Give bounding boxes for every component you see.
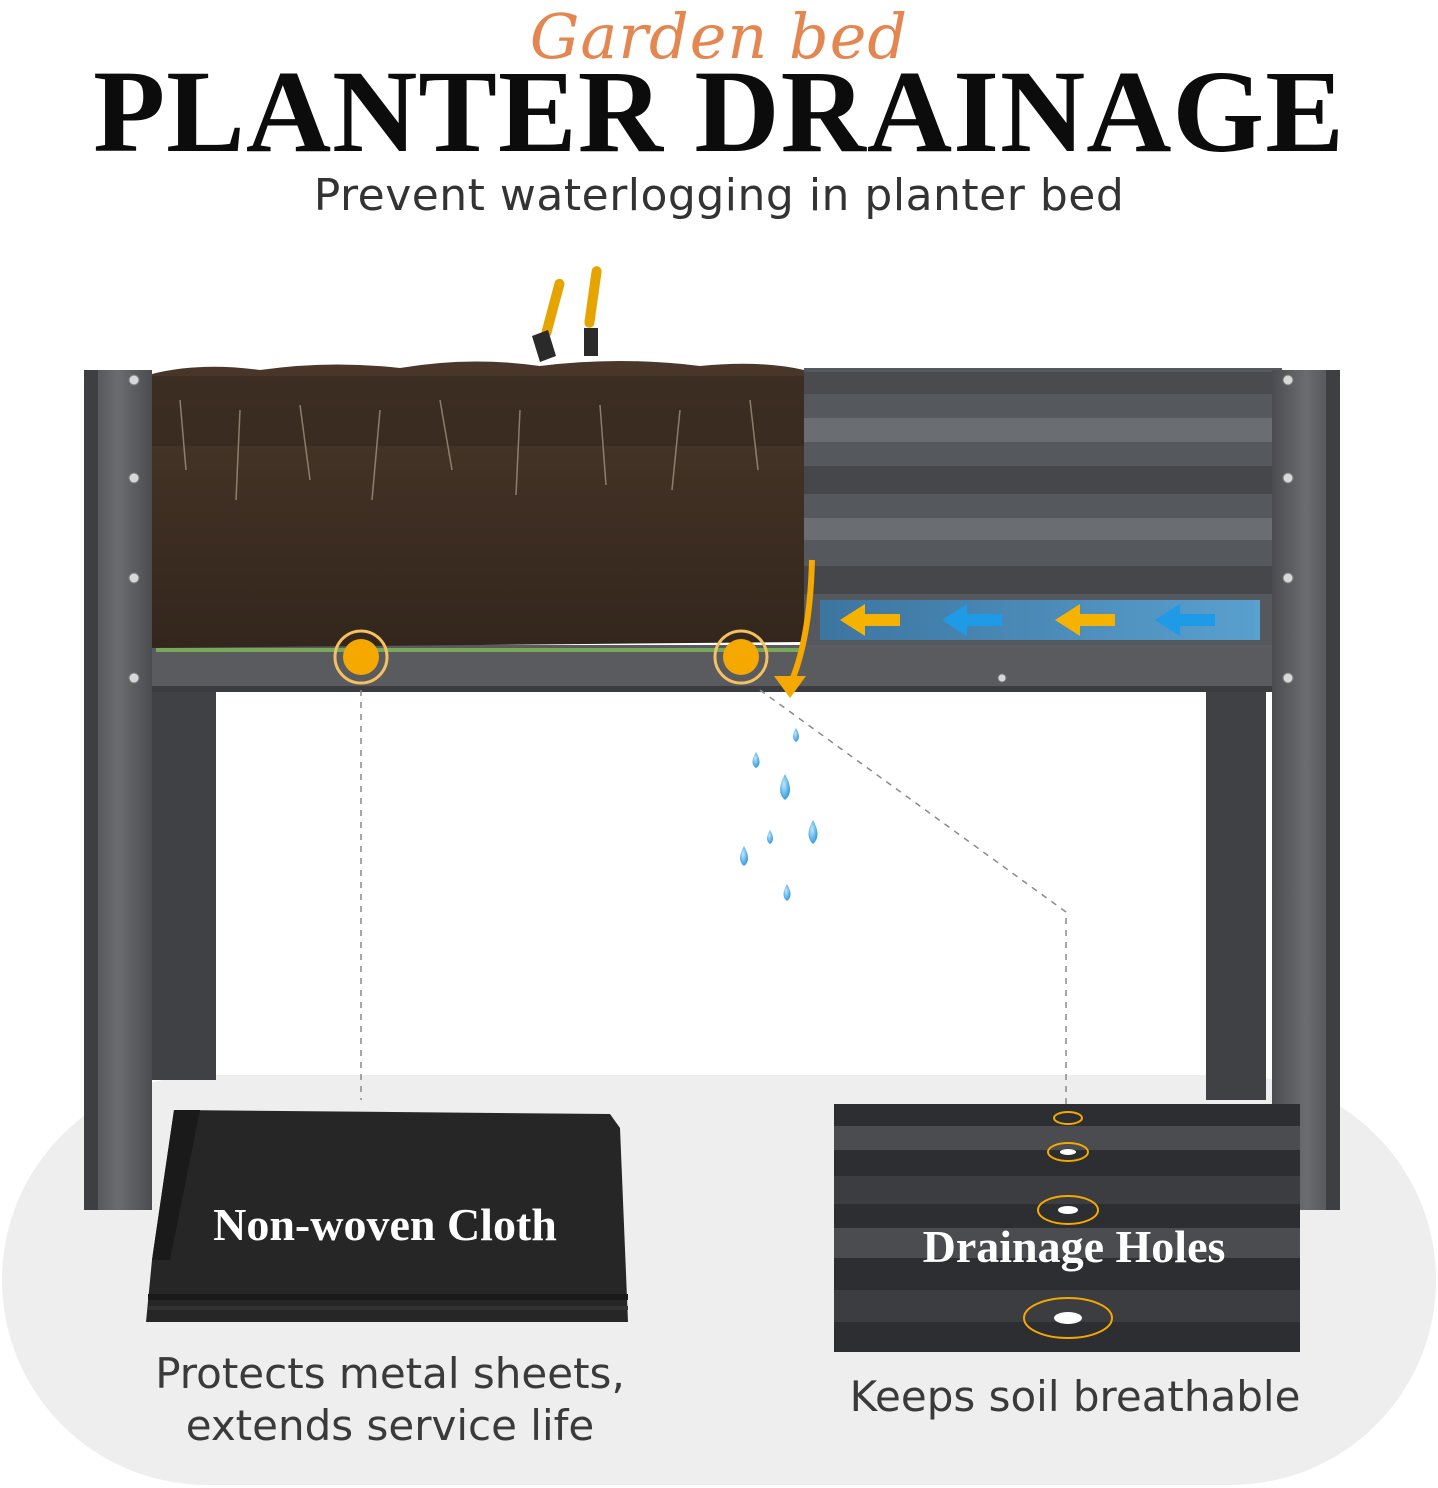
back-right-leg <box>1206 680 1266 1100</box>
holes-caption: Keeps soil breathable <box>849 1372 1301 1421</box>
trowel-icon <box>532 278 565 362</box>
arrow-left-icon <box>840 604 1215 636</box>
cloth-caption-line1: Protects metal sheets, <box>155 1349 625 1398</box>
cloth-image <box>146 1110 628 1322</box>
roots <box>179 399 759 501</box>
hole-marker-icon <box>333 629 769 685</box>
cloth-caption: Protects metal sheets, extends service l… <box>90 1348 690 1452</box>
fork-icon <box>584 266 602 356</box>
cloth-caption-line2: extends service life <box>185 1401 595 1450</box>
page-subtitle: Prevent waterlogging in planter bed <box>313 170 1125 221</box>
hole-marker-icon <box>1023 1111 1113 1339</box>
drain-arrow <box>787 559 815 687</box>
holes-leader-line <box>759 689 1067 1110</box>
script-subtitle: Garden bed <box>529 0 909 73</box>
soil-block <box>152 361 804 648</box>
back-left-leg <box>150 680 216 1080</box>
holes-image <box>834 1104 1300 1352</box>
water-drop-icon <box>740 728 818 901</box>
page-title: PLANTER DRAINAGE <box>93 46 1345 177</box>
holes-label: Drainage Holes <box>922 1221 1226 1272</box>
corrugation-ridges <box>804 372 1282 594</box>
bolts <box>128 374 1294 684</box>
cloth-label: Non-woven Cloth <box>213 1199 557 1250</box>
